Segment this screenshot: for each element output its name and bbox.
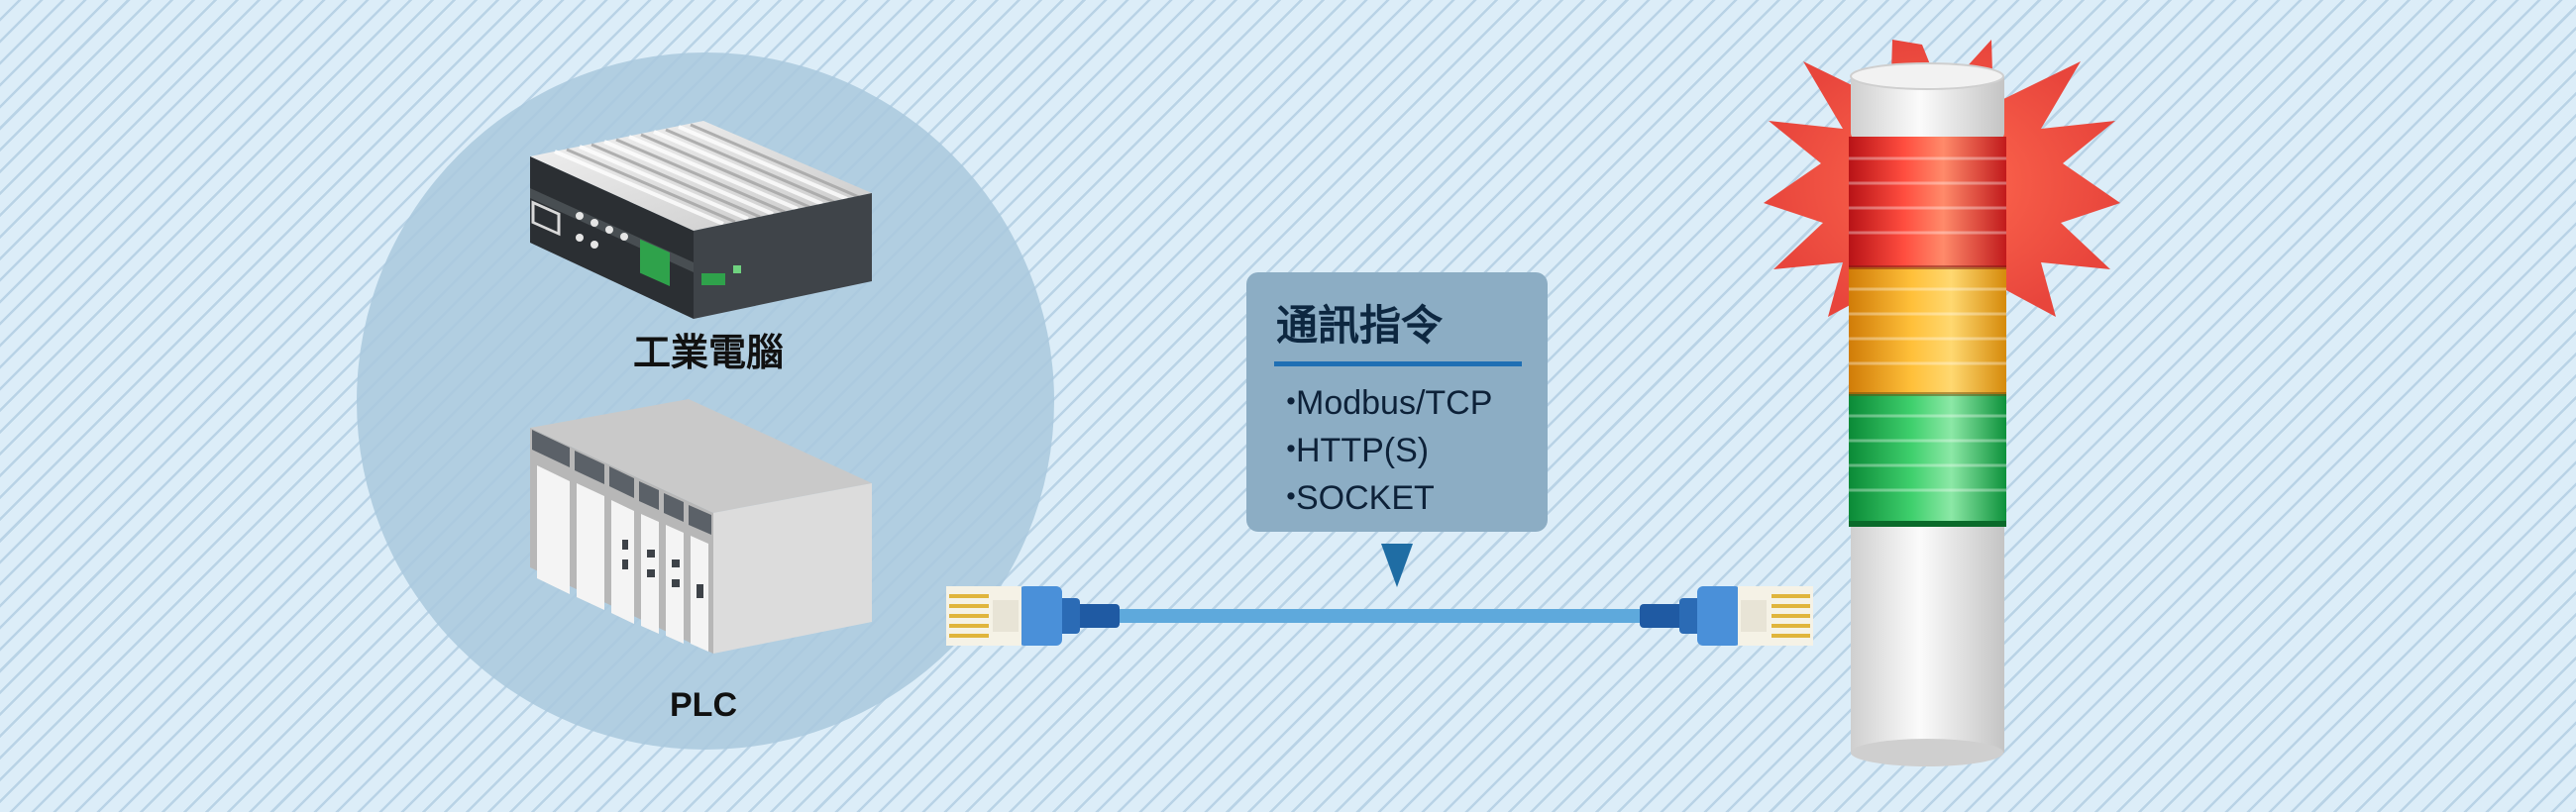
plc-icon [530, 399, 872, 654]
amber-light [1849, 267, 2006, 394]
red-light [1849, 137, 2006, 267]
left-rj45-connector-icon [946, 586, 1120, 646]
right-rj45-connector-icon [1640, 586, 1813, 646]
callout-divider [1274, 361, 1522, 366]
callout-title: 通訊指令 [1276, 301, 1444, 350]
green-light [1849, 394, 2006, 523]
bullet: ・ [1274, 384, 1308, 422]
ethernet-cable [946, 586, 1813, 646]
protocol-list: ・Modbus/TCP ・HTTP(S) ・SOCKET [1274, 379, 1492, 522]
bullet: ・ [1274, 479, 1308, 517]
signal-tower-light-icon [1849, 62, 2006, 766]
industrial-pc-icon [530, 121, 872, 319]
protocol-item: ・SOCKET [1274, 474, 1492, 522]
protocol-label: SOCKET [1296, 479, 1435, 517]
bullet: ・ [1274, 432, 1308, 469]
protocol-label: HTTP(S) [1296, 432, 1430, 469]
plc-label: PLC [670, 686, 737, 724]
protocol-item: ・HTTP(S) [1274, 427, 1492, 474]
callout-pointer-icon [1381, 544, 1413, 587]
protocol-callout: 通訊指令 ・Modbus/TCP ・HTTP(S) ・SOCKET [1246, 272, 1548, 532]
protocol-label: Modbus/TCP [1296, 384, 1493, 422]
industrial-pc-label: 工業電腦 [632, 331, 784, 374]
protocol-item: ・Modbus/TCP [1274, 379, 1492, 427]
